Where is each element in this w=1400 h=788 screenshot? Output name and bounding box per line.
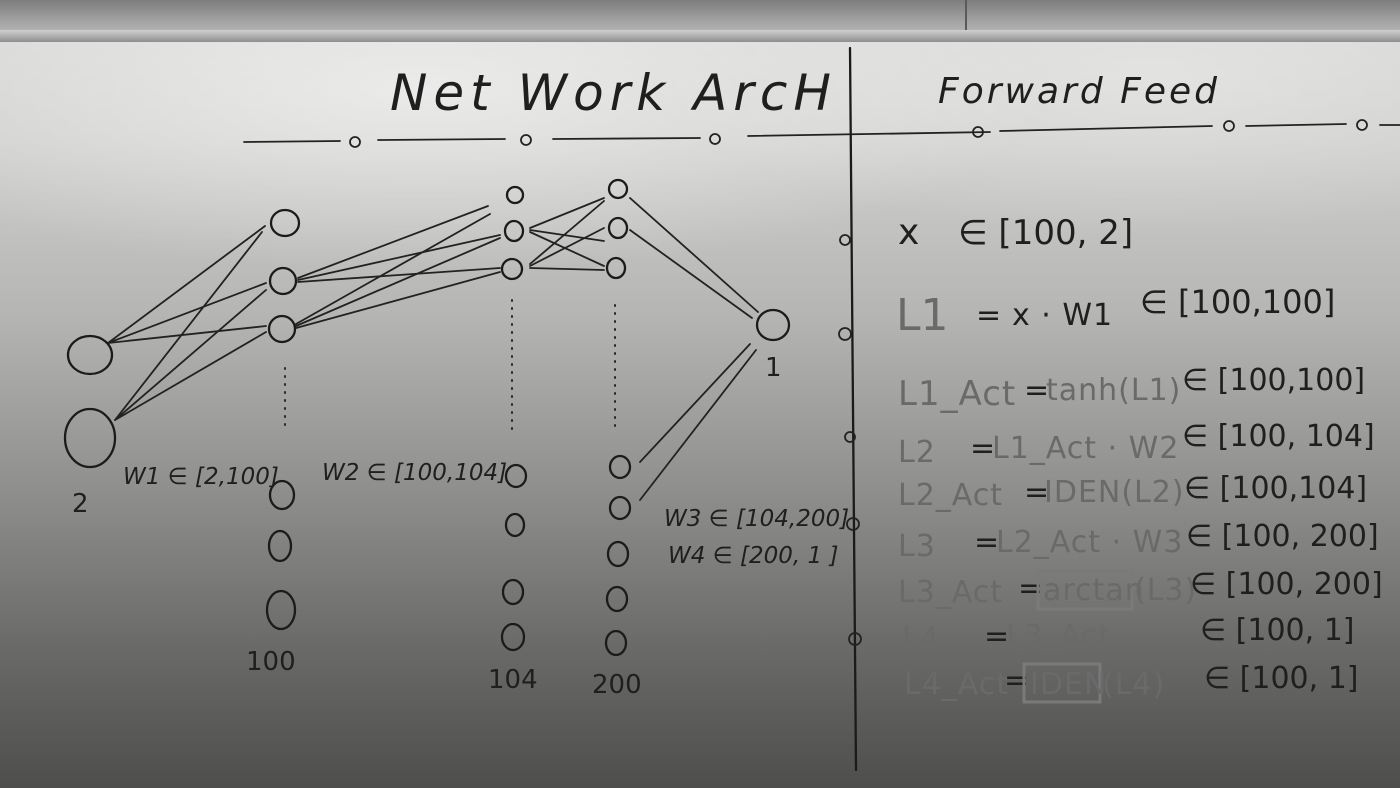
- layer1-node: [267, 529, 293, 563]
- equation-6: L3_Act = arctan (L3) ∈ [100, 200]: [898, 567, 1383, 611]
- weight-w2-label: W2 ∈ [100,104]: [322, 460, 507, 486]
- layer2-node: [504, 512, 526, 538]
- layer3-node: [605, 256, 627, 280]
- frame-seam: [965, 0, 967, 30]
- svg-text:L2_Act · W3: L2_Act · W3: [996, 525, 1183, 560]
- iden-highlight-box: [1022, 662, 1102, 704]
- layer2-node: [503, 219, 525, 243]
- svg-text:∈ [100, 200]: ∈ [100, 200]: [1186, 519, 1379, 554]
- svg-text:L1_Act: L1_Act: [898, 374, 1016, 414]
- arctan-highlight-box: [1036, 569, 1134, 611]
- hidden-layer-3: 200: [592, 178, 642, 700]
- svg-text:∈ [100, 104]: ∈ [100, 104]: [1182, 419, 1375, 454]
- output-node: [755, 308, 791, 342]
- layer2-node: [500, 257, 524, 281]
- equation-1: L1 = x · W1 ∈ [100,100]: [896, 283, 1335, 341]
- top-axis-right: [972, 119, 1400, 138]
- svg-text:L1: L1: [896, 290, 949, 341]
- forward-feed-title: Forward Feed: [938, 71, 1220, 112]
- svg-text:L1_Act · W2: L1_Act · W2: [992, 431, 1179, 466]
- svg-text:=: =: [984, 619, 1010, 654]
- weight-w4-label: W4 ∈ [200, 1 ]: [668, 543, 838, 569]
- network-arch-title: Net Work ArcH: [390, 64, 837, 122]
- svg-text:L2: L2: [898, 435, 936, 470]
- svg-text:∈ [100, 2]: ∈ [100, 2]: [958, 213, 1133, 253]
- weight-w3-label: W3 ∈ [104,200]: [664, 506, 849, 532]
- connections-w4: [629, 197, 759, 501]
- weight-w1-label: W1 ∈ [2,100]: [123, 464, 279, 490]
- output-count-label: 1: [765, 353, 782, 383]
- svg-text:∈ [100,104]: ∈ [100,104]: [1184, 471, 1367, 506]
- svg-text:IDEN(L2): IDEN(L2): [1044, 475, 1185, 510]
- svg-text:∈ [100, 1]: ∈ [100, 1]: [1200, 613, 1355, 648]
- layer2-node: [505, 185, 525, 205]
- svg-text:L3_Act: L3_Act: [1006, 619, 1111, 654]
- svg-text:IDEN: IDEN: [1030, 667, 1107, 702]
- divider-ticks: [838, 234, 862, 646]
- connections-w3: [529, 197, 605, 271]
- board-frame-strip: [0, 30, 1400, 42]
- equation-8: L4_Act = IDEN (L4) ∈ [100, 1]: [904, 661, 1359, 704]
- input-node: [66, 334, 114, 376]
- equation-0: x ∈ [100, 2]: [898, 212, 1133, 253]
- svg-text:=: =: [1024, 373, 1050, 408]
- svg-text:(L4): (L4): [1102, 667, 1165, 702]
- layer1-node: [268, 479, 296, 511]
- svg-text:x: x: [898, 212, 919, 253]
- hidden-layer-1: 100: [246, 208, 301, 677]
- hidden-layer-2: 104: [488, 185, 538, 695]
- equation-3: L2 = L1_Act · W2 ∈ [100, 104]: [898, 419, 1375, 470]
- panel-divider: [848, 46, 858, 772]
- layer3-node: [607, 216, 629, 240]
- svg-text:x · W1: x · W1: [1012, 298, 1113, 333]
- svg-text:L3: L3: [898, 529, 936, 564]
- svg-text:=: =: [970, 431, 996, 466]
- layer1-node: [265, 589, 297, 631]
- layer2-node: [500, 622, 526, 652]
- layer2-node: [501, 578, 525, 606]
- layer2-count-label: 104: [488, 665, 538, 695]
- connections-w1: [107, 225, 267, 421]
- layer1-node: [268, 266, 298, 296]
- equation-4: L2_Act = IDEN(L2) ∈ [100,104]: [898, 471, 1367, 513]
- equation-2: L1_Act = tanh(L1) ∈ [100,100]: [898, 363, 1365, 414]
- equation-7: L4 = L3_Act ∈ [100, 1]: [902, 613, 1355, 656]
- layer3-node: [608, 454, 632, 480]
- equation-5: L3 = L2_Act · W3 ∈ [100, 200]: [898, 519, 1379, 564]
- svg-text:∈ [100, 200]: ∈ [100, 200]: [1190, 567, 1383, 602]
- layer1-node: [267, 314, 297, 344]
- svg-text:=: =: [976, 298, 1002, 333]
- layer3-count-label: 200: [592, 670, 642, 700]
- svg-text:=: =: [1018, 571, 1044, 606]
- layer3-node: [606, 540, 630, 568]
- layer3-node: [607, 178, 629, 200]
- layer2-node: [504, 463, 528, 489]
- svg-text:L2_Act: L2_Act: [898, 478, 1003, 513]
- layer1-node: [269, 208, 301, 238]
- svg-text:=: =: [1004, 663, 1030, 698]
- svg-text:=: =: [974, 525, 1000, 560]
- layer3-node: [608, 495, 632, 521]
- input-layer: 2: [63, 334, 117, 519]
- svg-text:(L3): (L3): [1134, 573, 1197, 608]
- svg-text:∈ [100,100]: ∈ [100,100]: [1182, 363, 1365, 398]
- input-count-label: 2: [72, 489, 89, 519]
- svg-text:arctan: arctan: [1043, 573, 1145, 608]
- connections-w2: [295, 205, 501, 329]
- layer1-count-label: 100: [246, 647, 296, 677]
- layer3-node: [605, 585, 629, 613]
- svg-text:L4: L4: [902, 621, 940, 656]
- input-node: [63, 407, 117, 469]
- layer3-node: [604, 629, 628, 657]
- svg-text:L4_Act: L4_Act: [904, 667, 1009, 702]
- svg-text:∈ [100, 1]: ∈ [100, 1]: [1204, 661, 1359, 696]
- top-axis-left: [243, 131, 991, 148]
- svg-text:=: =: [1024, 475, 1050, 510]
- svg-text:tanh(L1): tanh(L1): [1046, 373, 1181, 408]
- svg-text:∈ [100,100]: ∈ [100,100]: [1140, 283, 1335, 321]
- svg-text:L3_Act: L3_Act: [898, 575, 1003, 610]
- output-layer: 1: [755, 308, 791, 383]
